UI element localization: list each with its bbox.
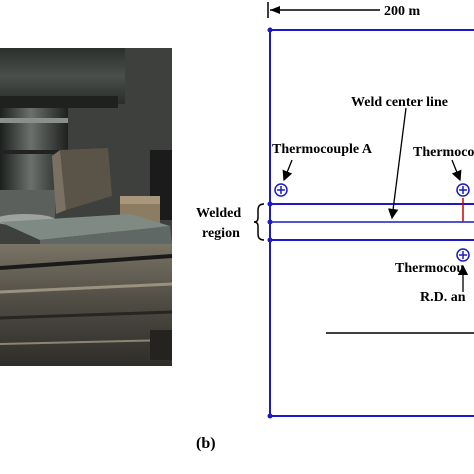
thermocouple-b-arrow — [451, 159, 462, 182]
thermocouple-a-label: Thermocouple A — [272, 142, 373, 157]
thermocouple-a-arrow — [282, 159, 293, 182]
welding-machine-photo — [0, 48, 173, 366]
thermocouple-a-marker — [274, 183, 288, 197]
thermocouple-c-marker — [456, 248, 470, 262]
panel-b-caption: (b) — [196, 435, 216, 452]
welded-region-label-line2: region — [202, 226, 240, 241]
weld-center-line-arrow — [387, 107, 407, 220]
welded-region-brace — [253, 203, 265, 241]
thermocouple-b-label: Thermoco — [413, 145, 474, 160]
thermocouple-b-marker — [456, 183, 470, 197]
thermocouple-c-label: Thermocou — [395, 261, 464, 276]
dimension-label: 200 m — [384, 4, 421, 19]
plate-outline — [269, 29, 474, 417]
weld-center-line-label: Weld center line — [351, 95, 448, 110]
welded-region-label-line1: Welded — [196, 206, 241, 221]
welded-region-band — [270, 203, 474, 241]
rd-label: R.D. an — [420, 290, 466, 305]
dimension-indicator — [267, 2, 380, 18]
